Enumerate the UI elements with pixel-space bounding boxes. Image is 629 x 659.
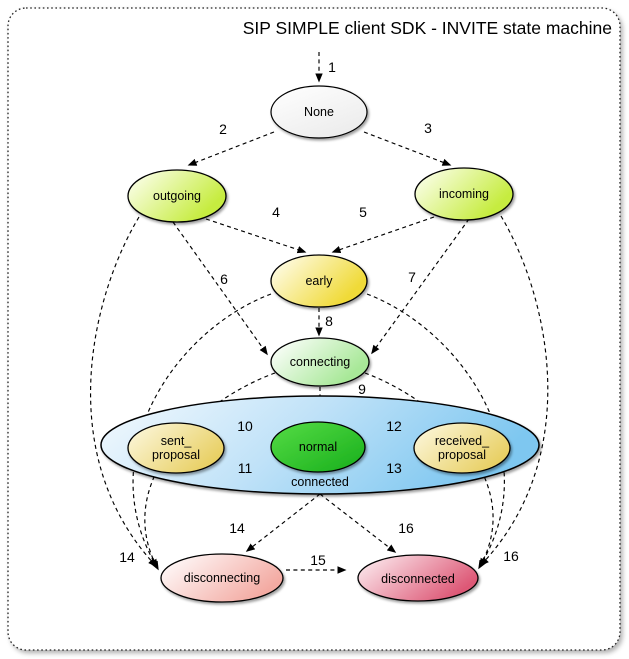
edge-labels: 1 2 3 4 5 6 7 8 9 10 11 12 13 14 15 16 1… [119,59,519,568]
edge-label-4: 4 [272,204,280,220]
node-incoming [414,167,514,221]
label-early: early [305,274,333,288]
label-outgoing: outgoing [153,189,201,203]
edge-label-8: 8 [325,313,333,329]
diagram-title: SIP SIMPLE client SDK - INVITE state mac… [243,18,612,38]
node-sent-proposal [127,422,225,474]
edge-label-7: 7 [408,269,416,285]
node-group [100,85,540,603]
edge-incoming-early [331,216,435,254]
edge-label-16: 16 [398,520,414,536]
node-normal [270,421,366,473]
label-received-proposal-line1: received_ [435,434,490,448]
edge-outgoing-early [205,218,307,254]
edge-early-disconnecting [132,293,272,569]
label-incoming: incoming [439,187,489,201]
edge-incoming-disconnected [479,215,549,567]
edge-label-11: 11 [238,460,253,476]
edge-connected-disconnected [319,493,397,553]
edge-outgoing-disconnecting [90,216,158,568]
edge-label-13: 13 [386,460,402,476]
edge-connected-disconnecting [245,493,321,552]
label-none: None [304,105,334,119]
edge-label-14-outer: 14 [119,549,135,565]
node-none [270,85,368,139]
edge-early-disconnected [366,293,505,568]
edge-label-12: 12 [386,418,402,434]
edge-label-5: 5 [359,204,367,220]
edge-label-14: 14 [229,520,245,536]
node-outgoing [127,169,227,223]
label-sent-proposal-line2: proposal [152,448,200,462]
label-connecting: connecting [290,355,351,369]
edge-connecting-disconnecting [144,372,276,571]
label-sent-proposal-line1: sent_ [161,434,193,448]
label-normal: normal [299,440,337,454]
edge-label-15: 15 [310,552,326,568]
label-disconnecting: disconnecting [184,571,260,585]
edge-label-2: 2 [219,121,227,137]
node-disconnecting [160,553,284,603]
edge-label-3: 3 [424,120,432,136]
edge-label-10: 10 [237,418,253,434]
edge-label-16-outer: 16 [503,548,519,564]
edge-group [90,52,549,574]
label-received-proposal-line2: proposal [438,448,486,462]
label-connected: connected [291,475,349,489]
node-received-proposal [413,422,511,474]
edge-none-incoming [363,131,452,166]
label-disconnected: disconnected [381,572,455,586]
node-early [270,254,368,308]
edge-label-1: 1 [328,59,336,75]
edge-connecting-disconnected [364,372,494,570]
edge-none-outgoing [187,131,275,166]
edge-outgoing-connecting [172,221,268,356]
node-disconnected [357,554,479,602]
edge-label-6: 6 [220,271,228,287]
node-connecting [270,337,370,387]
edge-label-9: 9 [358,381,366,397]
edge-incoming-connecting [371,218,470,355]
node-labels: None outgoing incoming early connecting … [152,105,490,586]
